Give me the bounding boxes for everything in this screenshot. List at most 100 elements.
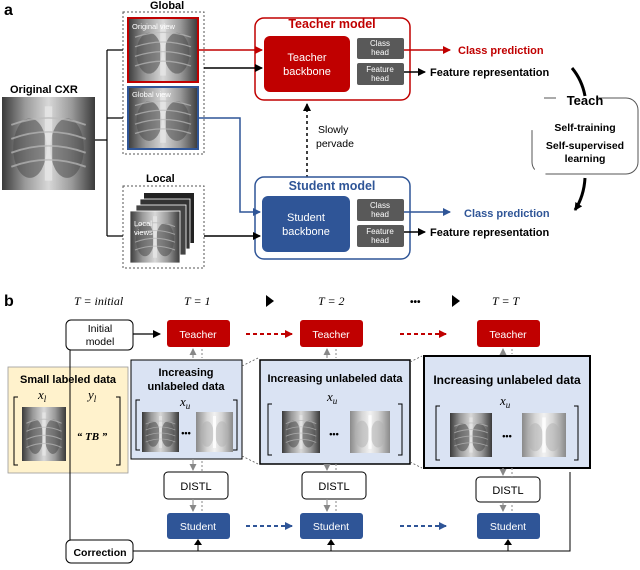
- stage-marker-2: [452, 295, 460, 307]
- unlabeled-3-title: Increasing unlabeled data: [433, 373, 581, 387]
- teacher-feature-head: [357, 63, 404, 85]
- distl-label-2: DISTL: [318, 481, 349, 493]
- student-label-1: Student: [180, 521, 216, 533]
- teacher-box-3: [477, 320, 540, 347]
- stage-label-T: T = T: [492, 294, 521, 308]
- student-box-2: [300, 513, 363, 539]
- student-class-head: [357, 199, 404, 221]
- unlabeled-2-bracket-left: [267, 403, 272, 456]
- unlabeled-1-title-2: unlabeled data: [147, 381, 225, 393]
- teacher-label-2: Teacher: [312, 329, 350, 341]
- distl-links: [189, 459, 513, 512]
- local-group-box: [122, 185, 205, 269]
- student-class-prediction: Class prediction: [464, 208, 550, 220]
- global-view-to-student-arrow: [198, 117, 261, 216]
- student-box-1: [167, 513, 230, 539]
- local-views-label-1: Local: [134, 219, 152, 228]
- student-model-title: Student model: [289, 179, 376, 193]
- distl-label-1: DISTL: [180, 481, 211, 493]
- unlabeled-2-dots: •••: [329, 429, 338, 439]
- stage-label-initial: T = initial: [74, 294, 124, 308]
- unlabeled-1-title-1: Increasing: [158, 367, 213, 379]
- teacher-model-title: Teacher model: [288, 17, 375, 31]
- cxr-to-views-connector: [95, 49, 123, 237]
- labeled-cxr-image: [22, 407, 66, 461]
- unlabeled-1-cxr-a: [142, 412, 179, 452]
- correction-arrowheads: [194, 539, 512, 545]
- teacher-backbone-label-2: backbone: [283, 66, 331, 78]
- unlabeled-link-1: [241, 357, 259, 367]
- unlabeled-1-cxr-b: [196, 412, 233, 452]
- correction-bus: [133, 472, 571, 552]
- global-group-box: [122, 11, 205, 155]
- student-feature-representation: Feature representation: [430, 227, 549, 239]
- self-supervised-label-1: Self-supervised: [546, 140, 624, 152]
- teacher-backbone: [264, 36, 350, 92]
- teacher-unlabeled-links: [189, 348, 513, 358]
- student-label-2: Student: [313, 521, 349, 533]
- unlabeled-2-cxr-a: [282, 411, 320, 453]
- teacher-box-1: [167, 320, 230, 347]
- original-cxr-label: Original CXR: [10, 84, 78, 96]
- global-title: Global: [150, 0, 184, 12]
- unlabeled-1-bracket-right: [233, 399, 238, 451]
- teacher-label-1: Teacher: [179, 329, 217, 341]
- student-feature-head: [357, 225, 404, 247]
- unlabeled-1-bracket-left: [135, 399, 140, 451]
- global-view-label: Global view: [132, 90, 171, 99]
- distl-box-3: [475, 476, 541, 503]
- x-u-label-1: xu: [179, 394, 191, 411]
- self-training-label: Self-training: [554, 122, 615, 134]
- teach-arrow-in: [570, 67, 587, 97]
- student-box-3: [477, 513, 540, 539]
- teach-box: [531, 97, 639, 175]
- initial-model-label-1: Initial: [88, 323, 113, 335]
- y-l-label: yl: [86, 387, 97, 404]
- initial-model-box: [65, 319, 134, 351]
- unlabeled-2-cxr-b: [350, 411, 390, 453]
- student-backbone-label-2: backbone: [282, 226, 330, 238]
- teacher-backbone-label-1: Teacher: [287, 52, 326, 64]
- teacher-class-head: [357, 38, 404, 59]
- tb-label: “ TB ”: [77, 431, 108, 443]
- panel-b-label: b: [4, 293, 14, 310]
- stage-label-1: T = 1: [184, 294, 211, 308]
- student-backbone-label-1: Student: [287, 212, 325, 224]
- self-supervised-label-2: learning: [565, 153, 606, 165]
- unlabeled-link-4: [409, 461, 423, 469]
- local-views-label-2: views: [134, 228, 153, 237]
- stage-label-2: T = 2: [318, 294, 345, 308]
- distl-box-1: [163, 471, 229, 500]
- unlabeled-link-2: [241, 455, 259, 465]
- unlabeled-link-3: [409, 355, 423, 363]
- original-view-label: Original view: [132, 22, 176, 31]
- panel-a-label: a: [4, 2, 13, 19]
- unlabeled-1-dots: •••: [181, 428, 190, 438]
- x-u-label-2: xu: [326, 389, 338, 406]
- teacher-class-prediction: Class prediction: [458, 45, 544, 57]
- original-cxr-image: [2, 97, 95, 190]
- local-title: Local: [146, 173, 175, 185]
- x-u-label-3: xu: [499, 393, 511, 410]
- correction-label: Correction: [73, 547, 126, 559]
- distl-box-2: [301, 471, 367, 500]
- unlabeled-3-cxr-b: [522, 413, 566, 457]
- distl-label-3: DISTL: [492, 485, 523, 497]
- student-backbone: [262, 196, 350, 252]
- labeled-bracket-left: [13, 396, 18, 466]
- slowly-pervade-label-2: pervade: [316, 138, 354, 150]
- stage-marker-1: [266, 295, 274, 307]
- teach-arrow-out: [573, 177, 587, 211]
- slowly-pervade-label-1: Slowly: [318, 124, 349, 136]
- teacher-feature-representation: Feature representation: [430, 67, 549, 79]
- unlabeled-2-title: Increasing unlabeled data: [267, 373, 403, 385]
- unlabeled-2-bracket-right: [398, 403, 403, 456]
- small-labeled-data-title: Small labeled data: [20, 374, 117, 386]
- unlabeled-3-cxr-a: [450, 413, 492, 457]
- teacher-box-2: [300, 320, 363, 347]
